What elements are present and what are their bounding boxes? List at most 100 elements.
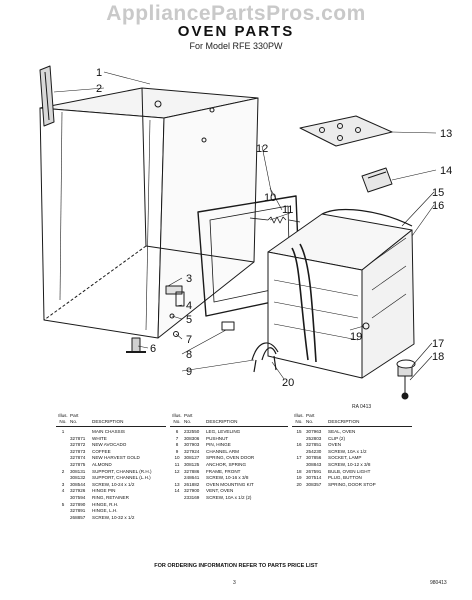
part-description: SCREW, 10A x 1/2	[328, 448, 367, 454]
callout-14: 14	[440, 165, 452, 177]
illus-number	[292, 449, 306, 456]
part-number: 308843	[306, 461, 322, 467]
part-number: 327926	[70, 488, 86, 494]
header-illus-bottom: No.	[59, 419, 67, 424]
part-number: 307963	[306, 429, 322, 434]
part-number: 327851	[306, 442, 322, 448]
callout-6: 6	[150, 343, 156, 355]
ra-number: RA 0413	[352, 404, 372, 410]
part-number: 308125	[184, 461, 200, 467]
header-illus-bottom: No.	[295, 419, 303, 424]
illus-number: 1	[61, 429, 65, 434]
part-number: 232550	[184, 429, 200, 434]
illus-number: 2	[61, 468, 65, 474]
part-number: 308131	[70, 468, 86, 474]
part-description: HINGE, L.H.	[92, 508, 118, 514]
part-description: SCREW, 10-24 x 1/2	[92, 481, 135, 487]
illus-number: 20	[296, 481, 302, 487]
illus-number: 6	[175, 429, 179, 434]
part-number: 233169	[184, 494, 200, 500]
callout-3: 3	[186, 273, 192, 285]
part-number: 327871	[70, 435, 86, 441]
illus-number: 8	[175, 442, 179, 448]
part-number: 267591	[306, 468, 322, 474]
part-number: 327886	[184, 468, 200, 474]
illus-number	[56, 436, 70, 443]
part-number: 327873	[70, 448, 86, 454]
callout-13: 13	[440, 128, 452, 140]
illus-number: 19	[296, 475, 302, 481]
part-description: SCREW, 10-32 x 1/2	[92, 514, 135, 520]
part-description: FRAME, FRONT	[206, 468, 241, 474]
callout-4: 4	[186, 300, 192, 312]
oven-vent	[361, 167, 393, 193]
part-number: 307594	[70, 494, 86, 500]
illus-number: 17	[296, 455, 302, 461]
part-number: 327900	[184, 488, 200, 494]
part-description: CLIP (2)	[328, 435, 346, 441]
part-number: 308357	[306, 481, 322, 487]
illus-number	[56, 462, 70, 469]
watermark: AppliancePartsPros.com	[106, 2, 366, 25]
illus-number	[56, 515, 70, 522]
lamp-socket	[396, 359, 416, 400]
illus-number	[56, 475, 70, 482]
part-number: 307856	[306, 455, 322, 461]
illus-number: 15	[296, 429, 302, 434]
illus-number	[56, 442, 70, 449]
part-description: NEW AVOCADO	[92, 442, 127, 448]
header-description: DESCRIPTION	[92, 413, 166, 425]
callout-labels: 1 2 3 4 5 6 7 8 9 10 11 12 13 14 15 16 1…	[96, 67, 452, 389]
illus-number: 12	[174, 468, 180, 474]
part-description: ANCHOR, SPRING	[206, 461, 247, 467]
parts-row: 233169 SCREW, 10A x 1/2 (2)	[170, 495, 288, 502]
part-description: PLUG, BUTTON	[328, 475, 362, 481]
header-illus-bottom: No.	[173, 419, 181, 424]
part-number: 327872	[70, 442, 86, 448]
part-description: CHANNEL ARM	[206, 448, 240, 454]
part-number: 268857	[70, 514, 86, 520]
leveling-leg	[126, 337, 146, 353]
illus-number	[56, 449, 70, 456]
page-title: OVEN PARTS	[177, 23, 295, 40]
illus-number: 11	[174, 461, 180, 467]
illus-number: 9	[175, 448, 179, 454]
exploded-view-diagram: 1 2 3 4 5 6 7 8 9 10 11 12 13 14 15 16 1…	[39, 65, 452, 400]
header-illus: Illus.No.	[170, 413, 184, 425]
parts-row: 6 232550 LEG, LEVELING	[170, 429, 288, 436]
illus-number	[56, 455, 70, 462]
header-rule	[56, 426, 166, 427]
oven-door-spring	[249, 216, 301, 224]
ordering-note: FOR ORDERING INFORMATION REFER TO PARTS …	[154, 563, 318, 569]
callout-5: 5	[186, 314, 192, 326]
parts-row: 268857 SCREW, 10-32 x 1/2	[56, 515, 166, 522]
part-description: PUSHNUT	[206, 435, 229, 441]
header-rule	[292, 426, 412, 427]
part-description: SUPPORT, CHANNEL (L.H.)	[92, 475, 151, 481]
header-description: DESCRIPTION	[328, 413, 412, 425]
part-description: LEG, LEVELING	[206, 429, 241, 434]
part-description: SCREW, 10A x 1/2 (2)	[206, 494, 252, 500]
part-description: NEW HARVEST GOLD	[92, 455, 140, 461]
header-description-text: DESCRIPTION	[328, 419, 360, 424]
illus-number	[170, 475, 184, 482]
callout-19: 19	[350, 331, 362, 343]
oven-seal	[321, 208, 413, 227]
oven-cavity	[267, 213, 415, 379]
